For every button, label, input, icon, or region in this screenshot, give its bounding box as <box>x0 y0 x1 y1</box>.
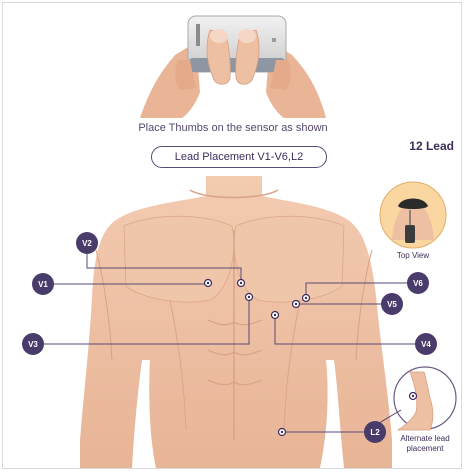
electrode-v2 <box>238 280 245 287</box>
lead-type-title: 12 Lead <box>409 139 454 153</box>
electrode-v1 <box>205 280 212 287</box>
hands-holding-sensor <box>140 16 326 118</box>
badge-v5: V5 <box>381 293 403 315</box>
top-view-caption: Top View <box>388 251 438 260</box>
badge-v2: V2 <box>76 232 98 254</box>
instruction-text: Place Thumbs on the sensor as shown <box>0 122 466 134</box>
top-view-illustration <box>380 182 446 248</box>
alternate-placement-illustration <box>394 367 456 430</box>
torso-illustration <box>80 176 392 468</box>
electrode-v6 <box>303 295 310 302</box>
electrode-v4 <box>272 312 279 319</box>
alternate-caption-line1: Alternate lead <box>392 434 458 444</box>
alternate-placement-caption: Alternate lead placement <box>392 434 458 454</box>
electrode-v3 <box>246 294 253 301</box>
lead-placement-pill: Lead Placement V1-V6,L2 <box>151 146 327 168</box>
badge-v1: V1 <box>32 273 54 295</box>
electrode-v5 <box>293 301 300 308</box>
badge-v6: V6 <box>407 272 429 294</box>
badge-v3: V3 <box>22 333 44 355</box>
badge-l2: L2 <box>364 421 386 443</box>
badge-v4: V4 <box>415 333 437 355</box>
electrode-l2 <box>279 429 286 436</box>
alternate-caption-line2: placement <box>392 444 458 454</box>
